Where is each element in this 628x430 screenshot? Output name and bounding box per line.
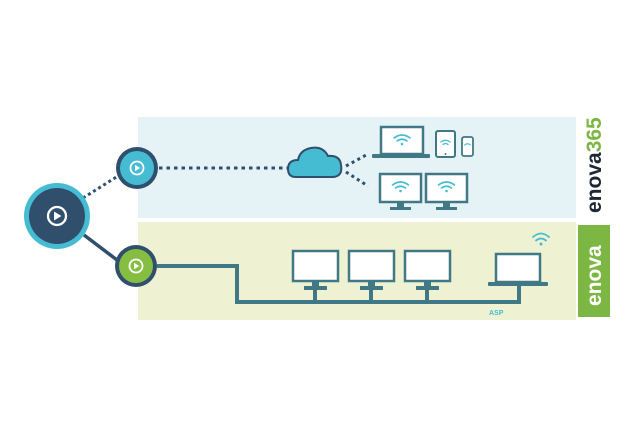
local-desktop-2: [347, 249, 396, 290]
wifi-icon: [391, 181, 410, 189]
local-laptop: [488, 252, 548, 286]
cloud-laptop: [372, 125, 430, 158]
cloud-icon: [286, 146, 343, 178]
cloud-desktop-1: [378, 172, 423, 210]
laptop-icon: [379, 125, 425, 156]
monitor-icon: [378, 172, 423, 204]
wifi-icon: [532, 232, 550, 242]
hub-to-cloud-connector: [82, 174, 119, 200]
cloud-to-mobile-link: [345, 152, 369, 168]
cloud-to-desktops-link: [345, 170, 369, 188]
hub-node: [24, 183, 90, 249]
cloud-tablet: [435, 130, 456, 158]
local-network-bus: [157, 264, 521, 304]
hub-to-local-connector: [82, 233, 119, 262]
monitor-icon: [403, 249, 452, 283]
local-desktop-3: [403, 249, 452, 290]
brand-local-tile: enova: [578, 225, 610, 317]
play-icon: [46, 205, 68, 227]
brand-local-label: enova: [583, 245, 606, 306]
cloud-node: [116, 147, 158, 189]
cloud-band: [138, 117, 576, 218]
brand-cloud-tile: enova365: [578, 117, 610, 218]
cloud-phone: [461, 136, 474, 157]
local-desktop-1: [291, 249, 340, 290]
wifi-icon: [437, 181, 456, 189]
local-node: [115, 245, 157, 287]
wifi-icon: [393, 134, 411, 142]
cloud-desktop-2: [424, 172, 469, 210]
brand-cloud-label: enova365: [583, 117, 606, 213]
play-icon: [129, 160, 145, 176]
wifi-icon: [463, 143, 472, 146]
phone-icon: [461, 136, 474, 157]
wifi-icon: [440, 139, 451, 146]
monitor-icon: [291, 249, 340, 283]
monitor-icon: [424, 172, 469, 204]
asp-label: ASP: [489, 310, 504, 317]
play-icon: [128, 258, 144, 274]
laptop-icon: [494, 252, 542, 284]
monitor-icon: [347, 249, 396, 283]
